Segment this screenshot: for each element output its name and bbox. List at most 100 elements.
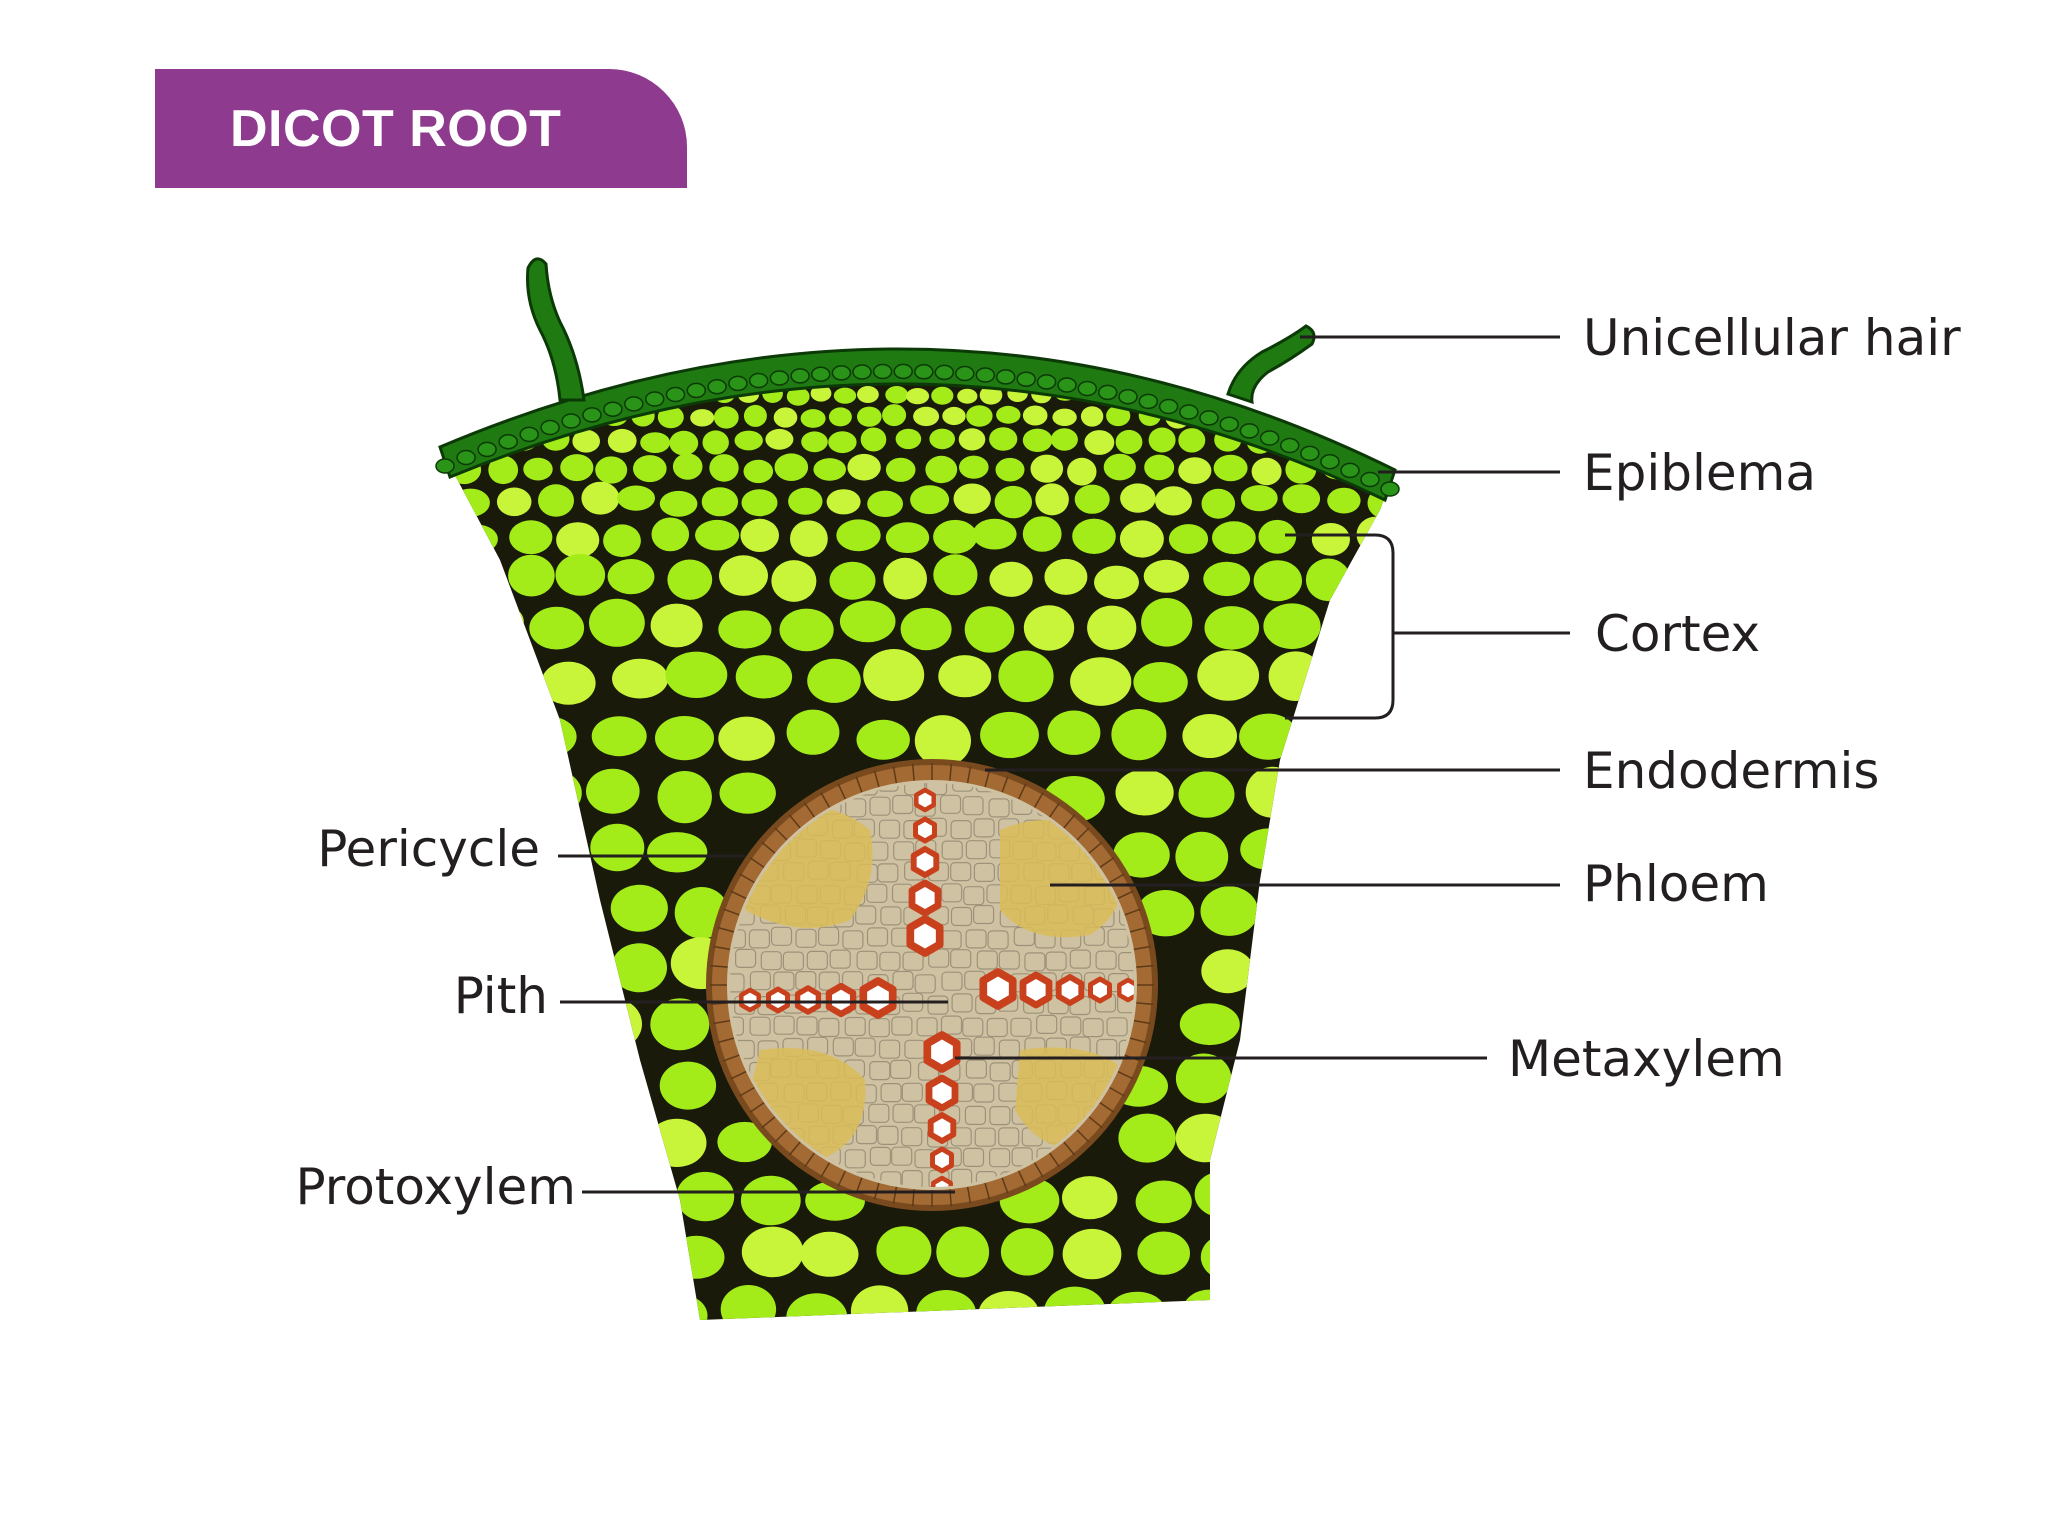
cortex-cell [734, 430, 763, 451]
cortex-cell [1331, 406, 1354, 426]
cortex-bracket [1285, 533, 1395, 720]
cortex-cell [591, 716, 647, 757]
cortex-cell [417, 387, 437, 403]
pericycle-cell-wall [1099, 857, 1115, 869]
root-hair-left [526, 257, 586, 402]
cortex-cell [914, 715, 972, 767]
cortex-cell [592, 1112, 649, 1159]
cortex-cell [860, 427, 887, 452]
cortex-cell [885, 522, 930, 553]
pith-cell [965, 840, 988, 860]
cortex-cell [1106, 405, 1131, 427]
pith-cell [892, 1103, 914, 1123]
pericycle-cell-wall [1129, 1037, 1147, 1044]
cortex-cell [718, 610, 772, 649]
label-pericycle: Pericycle [317, 820, 540, 878]
epiblema-cell [665, 386, 686, 403]
pith-cell [893, 841, 915, 861]
pericycle-cell-wall [984, 770, 991, 788]
pith-cell [892, 970, 914, 991]
cortex-cell [1194, 1171, 1250, 1218]
cortex-cell [1373, 1000, 1395, 1053]
cortex-cell [995, 457, 1025, 482]
pith-cell [877, 1125, 899, 1146]
cortex-cell [1263, 946, 1320, 994]
cortex-cell [1070, 657, 1132, 706]
epiblema-cell [872, 363, 893, 380]
pith-cell [796, 1016, 818, 1036]
pith-cell [829, 949, 851, 969]
cortex-cell [953, 483, 991, 514]
cortex-cell [867, 490, 903, 517]
diagram-title: DICOT ROOT [230, 99, 562, 158]
cortex-cell [1084, 430, 1115, 455]
pith-cell [973, 818, 995, 838]
cortex-cell [938, 655, 992, 698]
cortex-cell [1178, 428, 1206, 453]
pith-cell [1118, 951, 1134, 972]
cortex-cell [1321, 656, 1383, 697]
pericycle-cell-wall [1001, 1177, 1009, 1194]
pith-cell [941, 971, 963, 991]
cortex-cell [790, 520, 828, 557]
pith-cell [1069, 949, 1091, 969]
pith-cell [773, 1015, 795, 1035]
cortex-cell [440, 1234, 469, 1286]
epiblema-cell [769, 370, 790, 386]
cortex-cell [440, 384, 464, 403]
cortex-cell [655, 716, 714, 761]
pericycle-cell-wall [984, 1182, 991, 1200]
cortex-cell [1200, 1233, 1257, 1281]
cortex-cell [1179, 1003, 1240, 1046]
cortex-cell [1240, 485, 1278, 512]
cortex-cell [1308, 717, 1363, 762]
pith-cell [939, 794, 962, 814]
pericycle-cell-wall [892, 1186, 898, 1204]
pith-cell [913, 1104, 936, 1124]
cortex-cell [836, 519, 881, 552]
epiblema-cell [790, 368, 810, 384]
pith-cell [988, 1148, 1011, 1168]
cortex-cell [1249, 1122, 1307, 1165]
cortex-cell [593, 1286, 649, 1320]
xylem-vessel-top [913, 816, 937, 844]
cortex-cell [440, 558, 447, 594]
pith-cell [1045, 951, 1067, 971]
epiblema-cell [748, 372, 769, 389]
pith-cell [914, 974, 936, 994]
cortex-cell [906, 388, 930, 405]
cortex-cell [786, 1293, 848, 1320]
label-cortex: Cortex [1595, 605, 1760, 663]
pericycle-cell-wall [774, 1129, 788, 1143]
pericycle-cell-wall [717, 1037, 735, 1044]
cortex-cell [657, 771, 712, 824]
cortex-cell [813, 458, 846, 481]
cortex-cell [651, 517, 690, 552]
cortex-cell [709, 454, 739, 482]
cortex-cell [1035, 483, 1069, 516]
pith-cell [965, 929, 987, 949]
xylem-vessel-right [1055, 974, 1085, 1006]
xylem-vessel-bottom [930, 1146, 954, 1174]
cortex-cell [978, 1291, 1039, 1320]
cortex-cell [1251, 457, 1282, 486]
xylem-vessel-left [739, 987, 761, 1013]
cortex-cell [1325, 387, 1349, 405]
cortex-cell [589, 598, 645, 647]
cortex-cell [1023, 605, 1075, 651]
label-unicellular-hair: Unicellular hair [1583, 309, 1961, 367]
cortex-cell [440, 517, 452, 554]
pith-cell [987, 930, 1009, 950]
epiblema-cell [1118, 388, 1138, 405]
cortex-cell [1182, 1289, 1237, 1320]
cortex-cell [647, 1118, 707, 1167]
cortex-cell [1267, 1172, 1320, 1215]
cortex-cell [1306, 406, 1331, 424]
pith-cell [901, 1082, 923, 1102]
pith-cell [880, 906, 902, 926]
pericycle-cell-wall [1133, 945, 1151, 951]
pith-cell [749, 971, 772, 991]
cortex-cell [910, 485, 950, 515]
pith-cell [1082, 1017, 1104, 1038]
cortex-cell [966, 405, 993, 427]
